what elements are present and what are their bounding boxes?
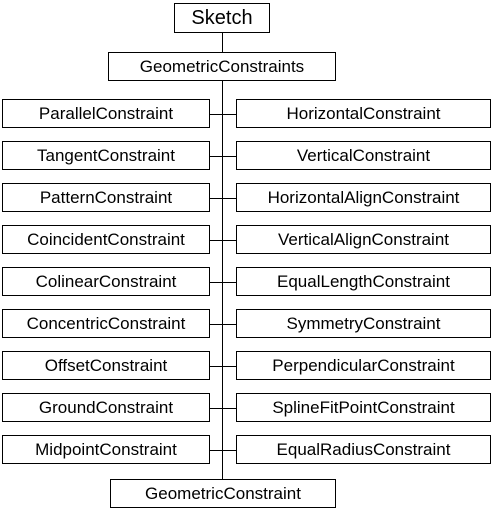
connector-left-6: [210, 324, 222, 326]
connector-left-5: [210, 282, 222, 284]
connector-right-4: [222, 240, 236, 242]
connector-right-8: [222, 408, 236, 410]
tangent-constraint-node: TangentConstraint: [2, 141, 210, 170]
connector-left-3: [210, 198, 222, 200]
connector-left-9: [210, 450, 222, 452]
coincident-constraint-node: CoincidentConstraint: [2, 225, 210, 254]
connector-right-5: [222, 282, 236, 284]
connector-right-7: [222, 366, 236, 368]
parallel-constraint-node: ParallelConstraint: [2, 99, 210, 128]
geometric-constraint-node: GeometricConstraint: [110, 479, 336, 508]
midpoint-constraint-node: MidpointConstraint: [2, 435, 210, 464]
sketch-node: Sketch: [174, 3, 270, 33]
geometric-constraints-node: GeometricConstraints: [108, 52, 336, 81]
spline-fit-point-constraint-node: SplineFitPointConstraint: [236, 393, 491, 422]
pattern-constraint-node: PatternConstraint: [2, 183, 210, 212]
vertical-align-constraint-node: VerticalAlignConstraint: [236, 225, 491, 254]
ground-constraint-node: GroundConstraint: [2, 393, 210, 422]
offset-constraint-node: OffsetConstraint: [2, 351, 210, 380]
equal-length-constraint-node: EqualLengthConstraint: [236, 267, 491, 296]
connector-left-8: [210, 408, 222, 410]
connector-trunk: [222, 81, 224, 480]
connector-left-2: [210, 156, 222, 158]
symmetry-constraint-node: SymmetryConstraint: [236, 309, 491, 338]
connector-root-group: [222, 33, 224, 52]
perpendicular-constraint-node: PerpendicularConstraint: [236, 351, 491, 380]
connector-right-2: [222, 156, 236, 158]
colinear-constraint-node: ColinearConstraint: [2, 267, 210, 296]
connector-left-1: [210, 114, 222, 116]
horizontal-constraint-node: HorizontalConstraint: [236, 99, 491, 128]
connector-right-1: [222, 114, 236, 116]
connector-left-7: [210, 366, 222, 368]
connector-left-4: [210, 240, 222, 242]
horizontal-align-constraint-node: HorizontalAlignConstraint: [236, 183, 491, 212]
concentric-constraint-node: ConcentricConstraint: [2, 309, 210, 338]
vertical-constraint-node: VerticalConstraint: [236, 141, 491, 170]
connector-right-6: [222, 324, 236, 326]
equal-radius-constraint-node: EqualRadiusConstraint: [236, 435, 491, 464]
connector-right-9: [222, 450, 236, 452]
connector-right-3: [222, 198, 236, 200]
